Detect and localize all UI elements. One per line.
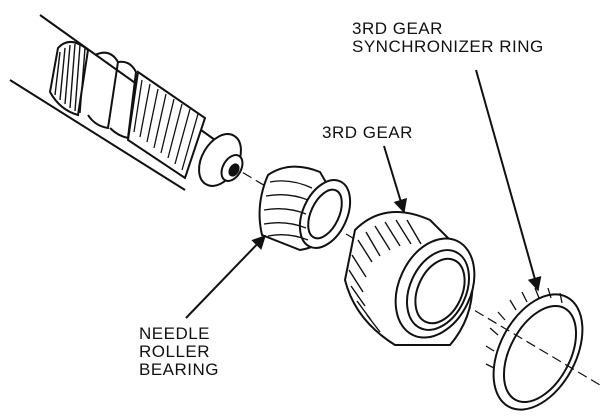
leader-arrows <box>185 69 542 319</box>
label-synchronizer-ring: 3RD GEAR SYNCHRONIZER RING <box>352 20 544 56</box>
label-needle-roller-bearing: NEEDLE ROLLER BEARING <box>139 325 219 379</box>
label-line: 3RD GEAR <box>352 19 443 38</box>
needle-roller-bearing <box>258 165 352 252</box>
synchronizer-ring <box>485 287 584 411</box>
arrow-to-needle-bearing <box>185 234 266 319</box>
label-line: SYNCHRONIZER RING <box>352 37 544 56</box>
main-shaft <box>9 14 244 191</box>
label-line: 3RD GEAR <box>322 123 413 142</box>
label-line: NEEDLE <box>139 324 211 343</box>
arrow-to-synchronizer-ring <box>475 69 542 292</box>
arrow-to-third-gear <box>383 145 408 214</box>
label-line: ROLLER <box>139 342 211 361</box>
third-gear <box>343 211 476 346</box>
label-third-gear: 3RD GEAR <box>322 124 413 142</box>
label-line: BEARING <box>139 360 220 379</box>
